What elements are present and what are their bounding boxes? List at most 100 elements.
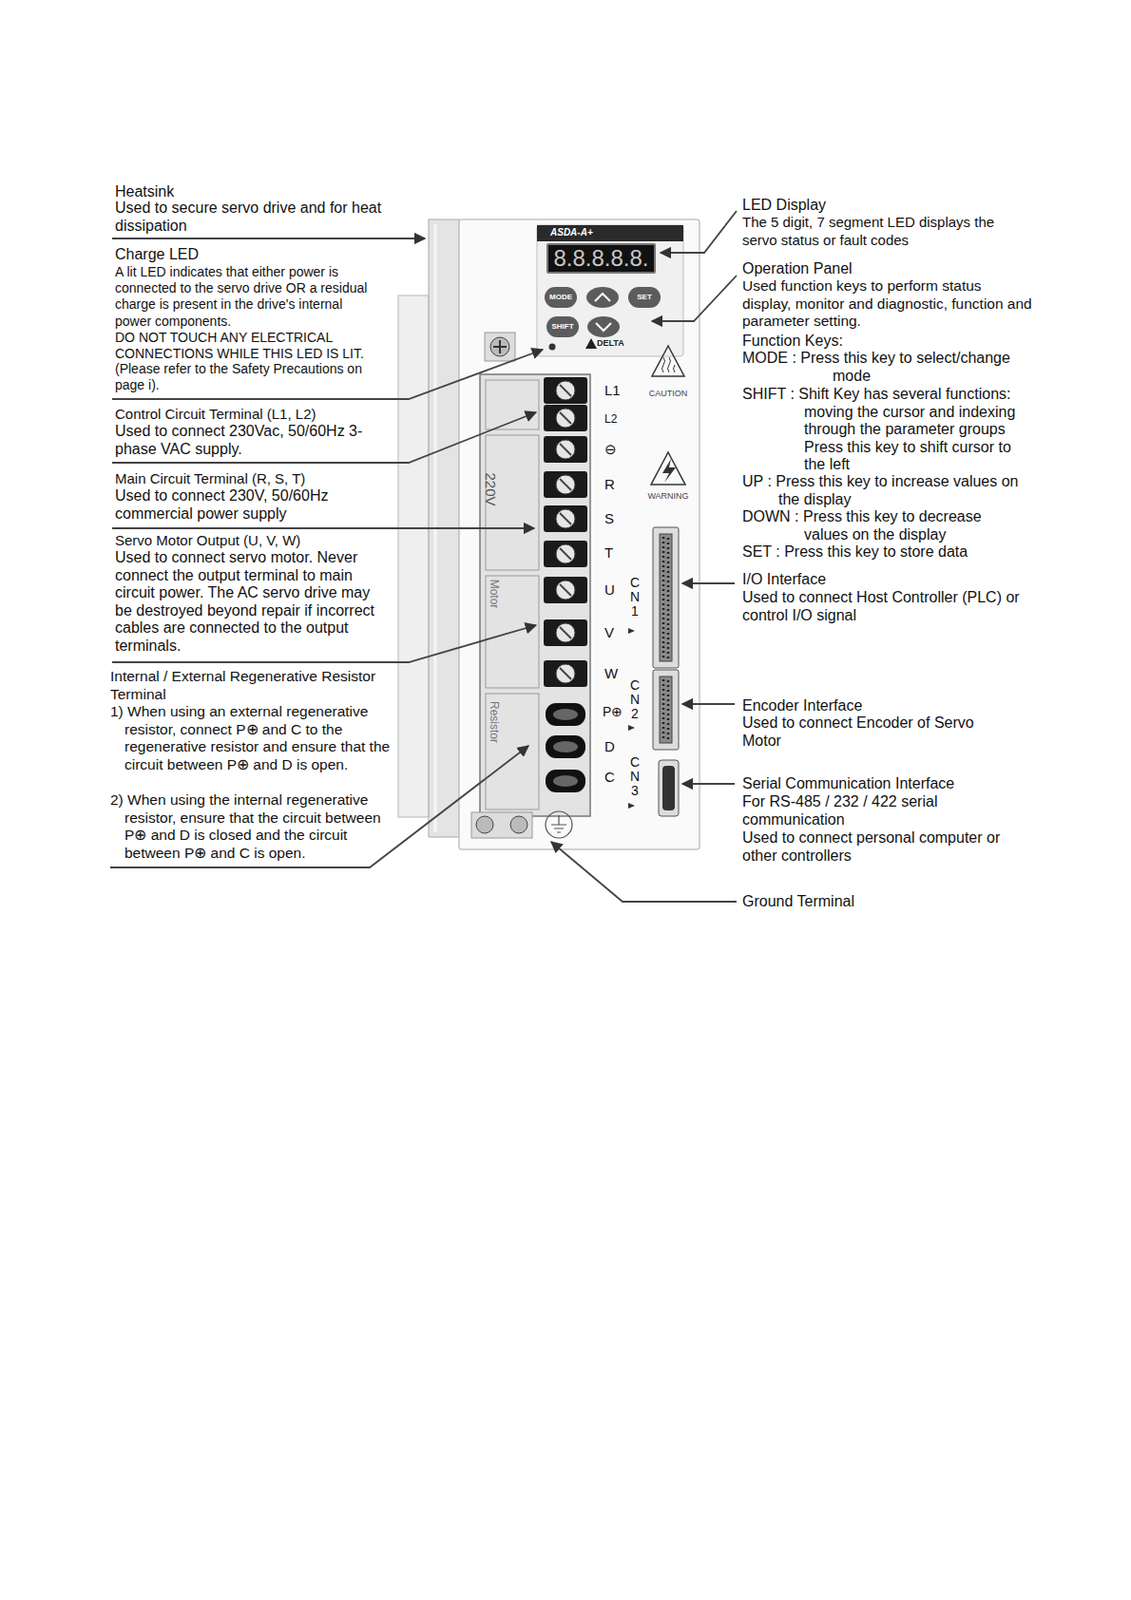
led-display: 8.8.8.8.8. bbox=[546, 243, 656, 274]
screw-slot bbox=[493, 340, 507, 354]
terminal-name: T bbox=[604, 544, 614, 562]
terminal-screw bbox=[553, 741, 578, 753]
screw-slot bbox=[559, 548, 572, 560]
function-key: MODE bbox=[544, 287, 577, 308]
callout-text: 1) When using an external regenerative r… bbox=[110, 703, 401, 774]
model-name: ASDA-A+ bbox=[550, 227, 594, 239]
screw-slot bbox=[559, 668, 572, 680]
serial-connector bbox=[658, 760, 679, 817]
terminal bbox=[543, 377, 588, 404]
up-chevron bbox=[594, 293, 611, 302]
callout-heading: Internal / External Regenerative Resisto… bbox=[110, 668, 391, 704]
callout-heading: Ground Terminal bbox=[742, 893, 1028, 912]
callout-heading: Function Keys: bbox=[742, 332, 1028, 351]
connector-name: CN1 bbox=[628, 575, 642, 619]
screw-slot bbox=[559, 584, 572, 596]
callout-heading: Servo Motor Output (U, V, W) bbox=[115, 532, 391, 551]
callout-heading: Operation Panel bbox=[742, 260, 1028, 279]
terminal-cover bbox=[479, 374, 591, 817]
terminal-name: V bbox=[604, 624, 614, 642]
callout-text: Used function keys to perform status dis… bbox=[742, 277, 1033, 331]
terminal-screw bbox=[555, 664, 576, 684]
terminal bbox=[543, 660, 588, 688]
terminal bbox=[543, 404, 588, 432]
terminal-screw bbox=[553, 775, 578, 787]
voltage-marking: 220V bbox=[482, 472, 499, 506]
connector-socket bbox=[662, 766, 675, 811]
callout-heading: Encoder Interface bbox=[742, 697, 1028, 716]
heat-symbol bbox=[662, 357, 676, 373]
connector-pins bbox=[667, 537, 671, 659]
connector-name: CN2 bbox=[628, 678, 642, 722]
down-chevron bbox=[595, 323, 612, 331]
terminal-name: C bbox=[604, 768, 615, 786]
screw bbox=[490, 337, 510, 357]
connector-pins bbox=[667, 680, 671, 741]
brand-logo-mark bbox=[585, 338, 597, 349]
screw-seat bbox=[484, 332, 516, 362]
key-description: DOWN : Press this key to decrease values… bbox=[742, 508, 1009, 544]
cover-marking: Resistor bbox=[487, 701, 501, 744]
drive-body bbox=[459, 219, 700, 850]
callout-text: A lit LED indicates that either power is… bbox=[115, 264, 377, 330]
down-key bbox=[587, 316, 620, 338]
warning-note: DO NOT TOUCH ANY ELECTRICAL CONNECTIONS … bbox=[115, 329, 393, 363]
terminal-name: R bbox=[604, 476, 615, 494]
terminal bbox=[543, 576, 588, 604]
callout-text: Used to secure servo drive and for heat … bbox=[115, 199, 386, 236]
ground-screw bbox=[510, 816, 528, 834]
terminal-block bbox=[543, 377, 588, 793]
function-key: SHIFT bbox=[546, 316, 579, 338]
ground-sign bbox=[551, 815, 567, 833]
callout-text: Used to connect Host Controller (PLC) or… bbox=[742, 589, 1023, 626]
terminal-screw bbox=[555, 580, 576, 600]
side-face bbox=[398, 295, 429, 818]
node-text: 8.8.8.8.8. bbox=[553, 247, 649, 270]
screw-slot bbox=[559, 412, 572, 424]
callout-heading: LED Display bbox=[742, 196, 1028, 215]
caution-label: CAUTION bbox=[644, 388, 692, 400]
terminal bbox=[543, 619, 588, 647]
key-description: SET : Press this key to store data bbox=[742, 543, 1028, 562]
terminal-name: S bbox=[604, 510, 614, 528]
ground-screw bbox=[476, 816, 494, 834]
callout-heading: I/O Interface bbox=[742, 571, 1028, 590]
node-text: MODE bbox=[549, 293, 573, 302]
key-description: MODE : Press this key to select/change m… bbox=[742, 349, 1028, 385]
screw-slot bbox=[559, 513, 572, 525]
callout-text: The 5 digit, 7 segment LED displays the … bbox=[742, 213, 1014, 250]
screw-slot bbox=[559, 479, 572, 491]
up-key bbox=[586, 287, 619, 308]
terminal-name: U bbox=[604, 581, 615, 599]
callout-text: Used to connect 230V, 50/60Hz commercial… bbox=[115, 487, 386, 524]
pin1-marker bbox=[628, 803, 635, 809]
cover-frame bbox=[485, 693, 539, 810]
leader-line bbox=[112, 527, 535, 530]
terminal-screw bbox=[553, 709, 578, 721]
connector-pins bbox=[662, 679, 666, 741]
terminal-screw bbox=[555, 509, 576, 529]
terminal-screw bbox=[555, 475, 576, 495]
reference-note: (Please refer to the Safety Precautions … bbox=[115, 361, 393, 394]
callout-heading: Serial Communication Interface bbox=[742, 775, 1028, 794]
terminal bbox=[543, 540, 588, 568]
connector-pins bbox=[662, 536, 666, 659]
encoder-connector bbox=[652, 670, 679, 750]
function-key: SET bbox=[628, 287, 661, 308]
callout-text: Used to connect personal computer or oth… bbox=[742, 829, 1004, 866]
panel-band bbox=[536, 225, 684, 242]
callout-heading: Control Circuit Terminal (L1, L2) bbox=[115, 405, 391, 424]
warning-triangle bbox=[651, 452, 686, 485]
connector-socket bbox=[659, 676, 672, 744]
screw-slot bbox=[559, 627, 572, 639]
ground-terminal bbox=[471, 812, 533, 839]
leader-line bbox=[660, 210, 737, 253]
key-description: UP : Press this key to increase values o… bbox=[742, 473, 1023, 509]
terminal-screw bbox=[555, 440, 576, 460]
leader-line bbox=[682, 703, 735, 706]
screw-slot bbox=[559, 443, 572, 456]
terminal bbox=[545, 769, 586, 793]
leader-line bbox=[682, 783, 735, 786]
terminal-name: L2 bbox=[604, 412, 617, 426]
